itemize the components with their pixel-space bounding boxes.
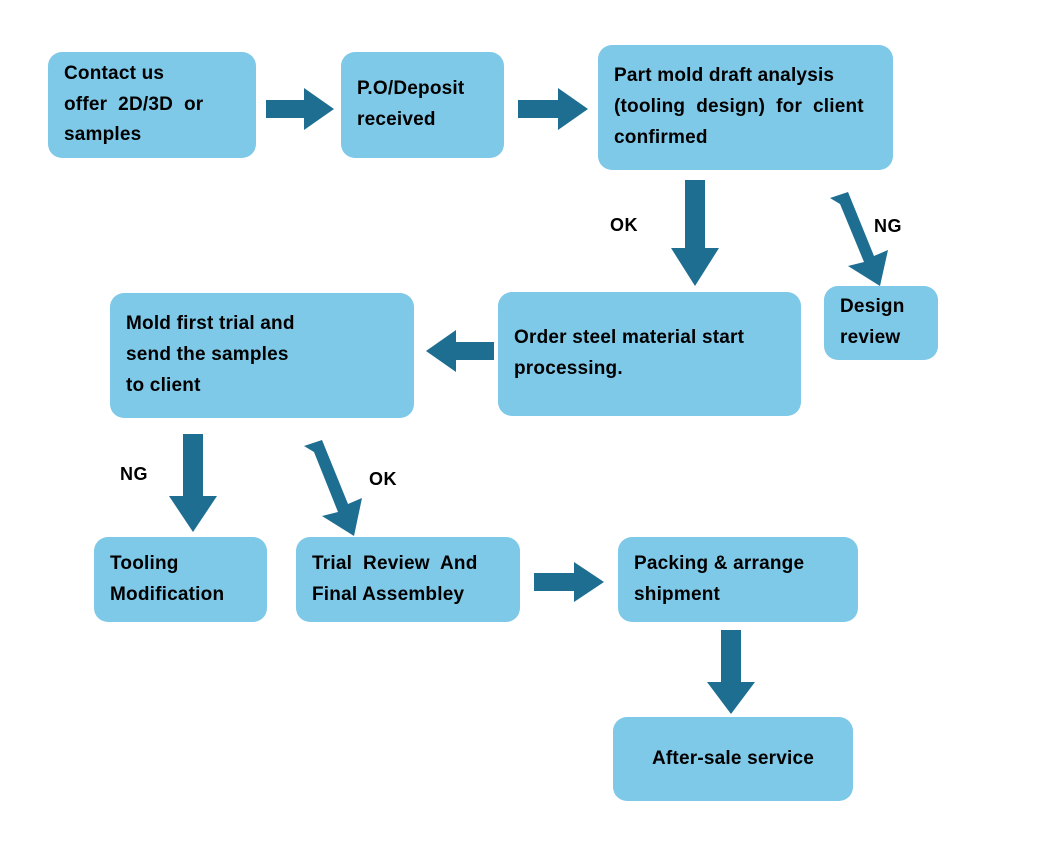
arrow-ng-analysis-to-design-review: [830, 192, 888, 286]
node-design-review[interactable]: Design review: [824, 286, 938, 360]
edge-label-ok-bottom: OK: [369, 469, 397, 489]
node-after-sale-service[interactable]: After-sale service: [613, 717, 853, 801]
node-part-mold-draft-analysis[interactable]: Part mold draft analysis (tooling design…: [598, 45, 893, 170]
edge-label-ng-bottom: NG: [120, 464, 148, 484]
node-line: received: [357, 109, 436, 130]
arrow-order-steel-to-mold-trial: [426, 330, 494, 372]
node-line: review: [840, 327, 901, 348]
node-packing-arrange-shipment[interactable]: Packing & arrange shipment: [618, 537, 858, 622]
node-line: After-sale service: [651, 747, 815, 769]
node-line: samples: [64, 124, 142, 146]
node-line: Trial Review And: [312, 552, 478, 574]
node-line: Packing & arrange: [634, 552, 805, 574]
node-line: shipment: [634, 583, 721, 605]
node-po-deposit[interactable]: P.O/Deposit received: [341, 52, 504, 158]
node-trial-review-final-assembly[interactable]: Trial Review And Final Assembley: [296, 537, 520, 622]
node-line: Modification: [110, 583, 225, 605]
arrow-ng-mold-trial-to-tooling: [169, 434, 217, 532]
node-line: Order steel material start: [514, 327, 745, 349]
node-line: Part mold draft analysis: [614, 65, 835, 87]
arrow-ok-analysis-to-order-steel: [671, 180, 719, 286]
node-line: processing.: [514, 358, 623, 379]
node-line: to client: [126, 374, 201, 396]
arrow-contact-to-po: [266, 88, 334, 130]
node-line: Tooling: [110, 552, 179, 574]
arrow-po-to-analysis: [518, 88, 588, 130]
node-line: offer 2D/3D or: [64, 93, 204, 115]
node-line: Mold first trial and: [126, 313, 295, 335]
node-order-steel-material[interactable]: Order steel material start processing.: [498, 292, 801, 416]
node-line: Design: [840, 296, 905, 318]
node-line: (tooling design) for client: [614, 96, 864, 118]
node-line: confirmed: [614, 126, 708, 148]
arrow-trial-review-to-packing: [534, 562, 604, 602]
node-contact-us[interactable]: Contact us offer 2D/3D or samples: [48, 52, 256, 158]
node-tooling-modification[interactable]: Tooling Modification: [94, 537, 267, 622]
edge-label-ok-top: OK: [610, 215, 638, 235]
edge-label-ng-top: NG: [874, 216, 902, 236]
node-mold-first-trial[interactable]: Mold first trial and send the samples to…: [110, 293, 414, 418]
node-line: P.O/Deposit: [357, 78, 465, 100]
arrow-packing-to-after-sale: [707, 630, 755, 714]
node-line: send the samples: [126, 344, 289, 366]
node-line: Final Assembley: [312, 583, 465, 605]
arrow-ok-mold-trial-to-trial-review: [304, 440, 362, 536]
node-line: Contact us: [64, 62, 165, 84]
